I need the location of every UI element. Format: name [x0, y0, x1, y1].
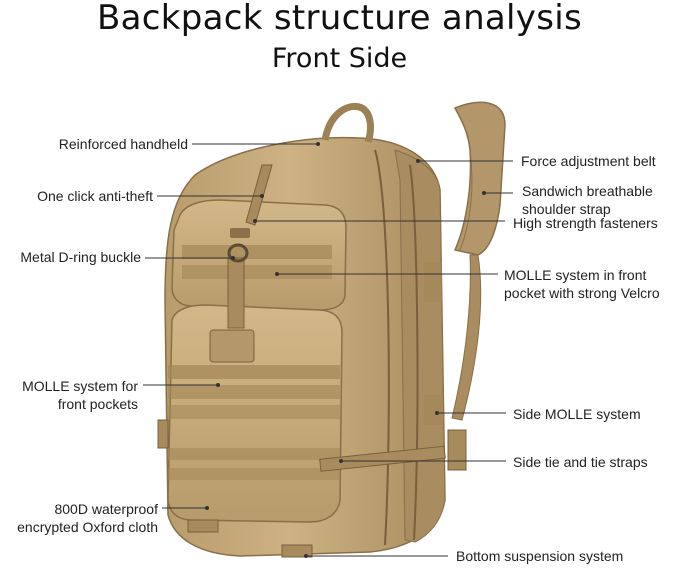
label-oxford-cloth: 800D waterproof encrypted Oxford cloth: [17, 500, 158, 536]
label-line: MOLLE system for: [22, 378, 138, 394]
side-tie-straps: [157, 262, 467, 472]
label-line: Reinforced handheld: [58, 136, 188, 152]
diagram-subtitle: Front Side: [271, 43, 408, 74]
label-line: pocket with strong Velcro: [504, 285, 660, 301]
label-side-tie-straps: Side tie and tie straps: [513, 453, 648, 471]
label-line: shoulder strap: [522, 201, 611, 217]
label-molle-front-pocket-velcro: MOLLE system in front pocket with strong…: [504, 266, 660, 302]
label-one-click-anti-theft: One click anti-theft: [37, 187, 153, 205]
bottom-suspension-loops: [187, 519, 313, 558]
lower-front-pocket: [167, 304, 343, 523]
label-line: Bottom suspension system: [456, 548, 624, 564]
label-line: High strength fasteners: [513, 215, 658, 231]
label-line: One click anti-theft: [37, 188, 153, 204]
label-bottom-suspension-system: Bottom suspension system: [456, 547, 623, 565]
label-line: Force adjustment belt: [521, 153, 656, 169]
label-line: front pockets: [57, 396, 138, 412]
label-line: encrypted Oxford cloth: [17, 519, 158, 535]
label-metal-d-ring-buckle: Metal D-ring buckle: [20, 248, 141, 266]
label-line: 800D waterproof: [54, 501, 158, 517]
label-line: Sandwich breathable: [522, 183, 653, 199]
label-side-molle-system: Side MOLLE system: [513, 405, 641, 423]
leader-lines: [143, 142, 513, 558]
label-high-strength-fasteners: High strength fasteners: [513, 214, 658, 232]
upper-front-pocket: [171, 199, 347, 311]
d-ring-buckle: [227, 228, 250, 263]
front-webbing-strap: [209, 164, 273, 363]
label-line: MOLLE system in front: [504, 267, 647, 283]
label-sandwich-shoulder-strap: Sandwich breathable shoulder strap: [522, 182, 653, 218]
shoulder-strap: [451, 101, 506, 421]
label-line: Side MOLLE system: [513, 406, 641, 422]
label-molle-front-pockets: MOLLE system for front pockets: [22, 377, 138, 413]
label-force-adjustment-belt: Force adjustment belt: [521, 152, 656, 170]
label-line: Metal D-ring buckle: [20, 249, 141, 265]
diagram-title: Backpack structure analysis: [96, 0, 582, 38]
label-line: Side tie and tie straps: [513, 454, 648, 470]
label-reinforced-handheld: Reinforced handheld: [59, 135, 188, 153]
